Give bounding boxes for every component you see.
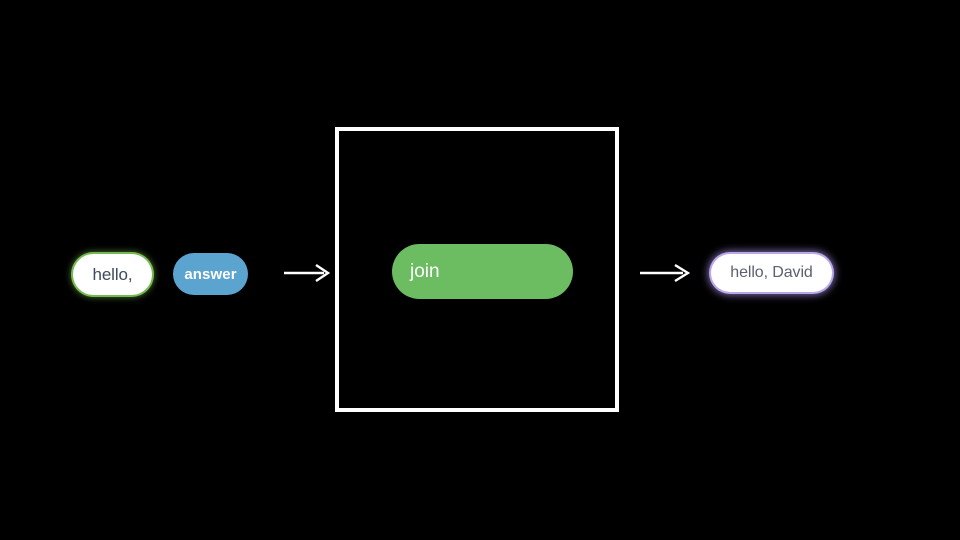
output-pill-result[interactable]: hello, David <box>711 254 832 292</box>
input-pill-answer-label: answer <box>184 265 237 283</box>
join-block[interactable]: join <box>392 244 573 299</box>
join-block-label: join <box>410 260 440 282</box>
input-pill-hello[interactable]: hello, <box>73 254 152 295</box>
output-pill-result-label: hello, David <box>730 264 813 281</box>
arrow-right-icon-eval-to-output <box>640 261 690 285</box>
arrow-right-icon-inputs-to-eval <box>284 261 330 285</box>
input-pill-hello-label: hello, <box>92 264 133 284</box>
input-pill-answer[interactable]: answer <box>173 253 248 295</box>
